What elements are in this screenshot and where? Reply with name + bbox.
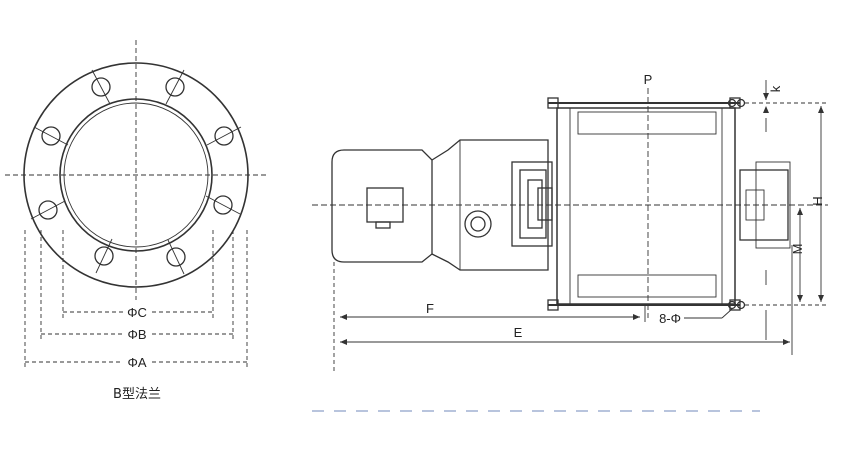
- side-dimension-lines: [333, 80, 826, 372]
- coupling: [511, 161, 553, 247]
- bolt-hole: [213, 195, 233, 215]
- hole-count-label: 8-Φ: [659, 311, 681, 326]
- flange-type-caption: B型法兰: [113, 387, 161, 402]
- bolt-holes: [38, 77, 234, 267]
- gear-reducer: [431, 139, 549, 271]
- flange-outer-circle: [23, 62, 249, 288]
- bolt-hole: [214, 126, 234, 146]
- flange-dimension-lines: [25, 311, 247, 363]
- dimension-label-h: H: [810, 196, 825, 205]
- dimension-label-f: F: [426, 301, 434, 316]
- flange-front-view: [5, 40, 268, 368]
- dimension-arrows: [340, 93, 824, 345]
- valve-side-view: [312, 80, 828, 372]
- dimension-label-p: P: [644, 72, 653, 87]
- dimension-label-phi-a: ΦA: [127, 355, 146, 370]
- bolt-hole: [165, 77, 185, 97]
- flange-bore-circle: [63, 102, 209, 248]
- flange-bolt: [727, 300, 737, 310]
- dimension-label-m: M: [790, 244, 805, 255]
- bolt-hole: [91, 77, 111, 97]
- bolt-hole: [38, 200, 58, 220]
- flange-bolt: [736, 300, 746, 310]
- dimension-label-k: k: [768, 85, 783, 92]
- bolt-hole: [94, 246, 114, 266]
- dimension-label-phi-c: ΦC: [127, 305, 147, 320]
- flange-extension-lines: [24, 230, 248, 368]
- bolt-hole: [166, 247, 186, 267]
- reducer-port: [464, 210, 492, 238]
- flange-inner-circle: [59, 98, 213, 252]
- motor: [331, 149, 433, 263]
- flange-bolt: [727, 98, 737, 108]
- dimension-label-phi-b: ΦB: [127, 327, 146, 342]
- flange-bolt: [736, 98, 746, 108]
- dimension-label-e: E: [514, 325, 523, 340]
- bolt-hole: [41, 126, 61, 146]
- rear-bearing-cap: [739, 161, 791, 249]
- valve-body: [547, 97, 746, 311]
- bolt-hole-crosslines: [30, 69, 242, 275]
